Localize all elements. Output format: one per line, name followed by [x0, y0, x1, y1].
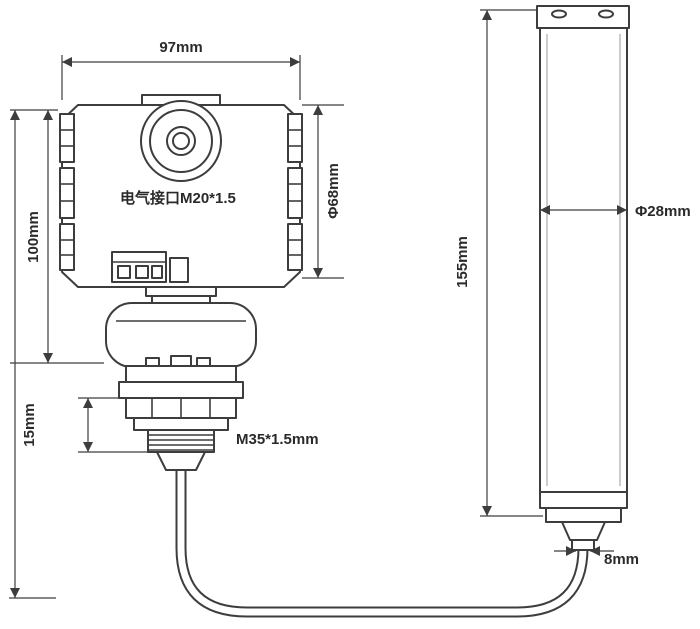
dim-top-width-label: 97mm	[159, 39, 202, 56]
dim-overall-left	[9, 110, 56, 599]
probe-drawing	[536, 5, 630, 551]
terminal-block	[111, 251, 189, 283]
dim-cable-diameter: 8mm	[554, 546, 639, 568]
probe-body	[539, 27, 628, 509]
housing-cable-gland	[156, 451, 206, 471]
dim-top-width: 97mm	[61, 39, 301, 100]
dim-flange-height: 15mm	[21, 397, 155, 453]
dim-flange-height-label: 15mm	[21, 403, 38, 446]
probe-bottom-cap	[545, 507, 622, 551]
probe-top-cap	[536, 5, 630, 29]
dim-probe-length: 155mm	[454, 9, 543, 517]
mounting-flange	[118, 365, 244, 431]
cable-path	[175, 468, 589, 618]
housing-right-fins	[287, 113, 303, 271]
housing-left-fins	[59, 113, 75, 271]
dim-cable-diameter-label: 8mm	[604, 551, 639, 568]
transmitter-housing-drawing	[59, 94, 303, 471]
thread-spec-label: M35*1.5mm	[236, 431, 319, 448]
dim-probe-length-label: 155mm	[454, 236, 471, 288]
dim-probe-diameter-label: Φ28mm	[635, 203, 691, 220]
dim-housing-diameter-label: Φ68mm	[325, 163, 342, 219]
threaded-stub	[147, 429, 215, 453]
housing-cover-circles	[140, 100, 222, 182]
dim-housing-diameter: Φ68mm	[302, 104, 344, 279]
dim-probe-diameter: Φ28mm	[540, 203, 691, 220]
dim-housing-height-label: 100mm	[25, 211, 42, 263]
electrical-interface-label: 电气接口M20*1.5	[120, 189, 236, 207]
